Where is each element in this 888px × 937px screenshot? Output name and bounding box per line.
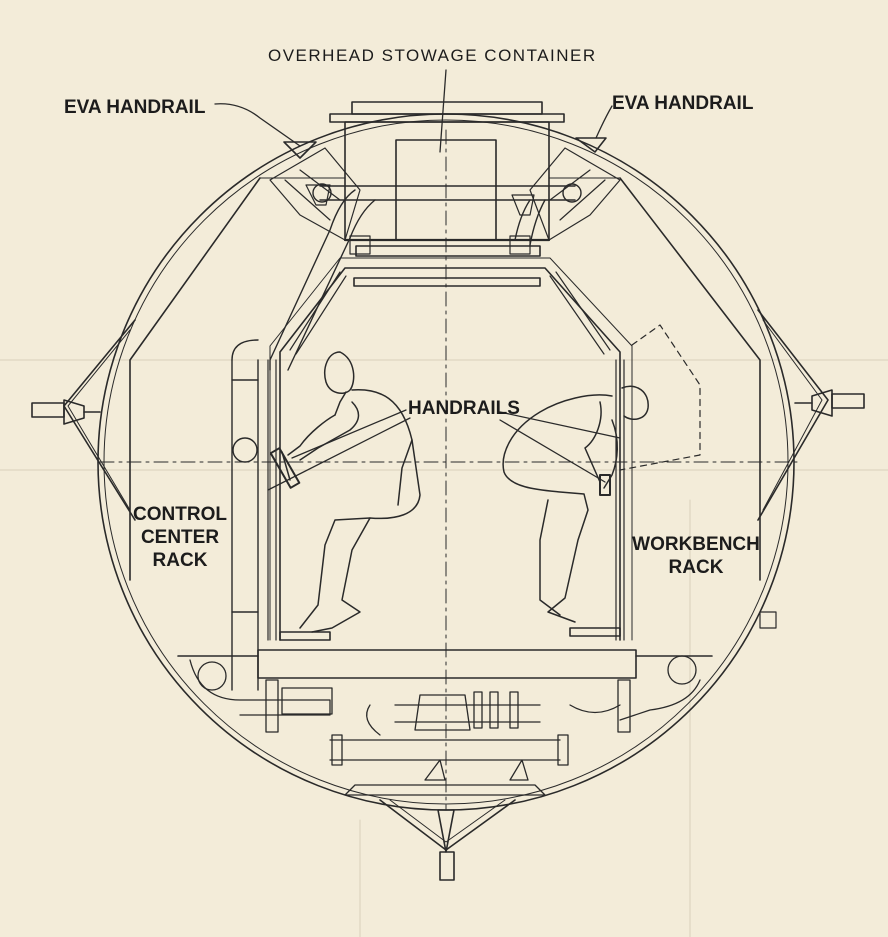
eva-handrail-posts [283,137,607,159]
floor-deck [177,627,713,679]
label-handrails: HANDRAILS [408,398,520,419]
label-workbench-rack: WORKBENCH RACK [632,533,760,579]
crew-figure-right [502,385,649,623]
label-control-center-rack-line3: RACK [152,550,208,571]
top-truss-right [529,147,621,241]
cabin-handrails [269,447,611,496]
workbench-rack-frame [549,271,701,641]
left-mount-bracket [31,319,136,521]
interior-wall [129,177,761,641]
label-workbench-rack-line1: WORKBENCH [632,534,760,555]
label-control-center-rack-line2: CENTER [140,527,220,548]
label-control-center-rack-line1: CONTROL [133,504,227,525]
label-overhead-stowage-container: OVERHEAD STOWAGE CONTAINER [268,46,597,65]
centerline-axes [99,129,801,811]
leader-lines [214,69,621,491]
label-control-center-rack: CONTROL CENTER RACK [132,503,228,572]
control-center-rack-frame [267,271,347,641]
background-grid [0,359,888,937]
top-truss-left [269,147,361,241]
subfloor-equipment [189,655,701,796]
label-eva-handrail-left: EVA HANDRAIL [64,97,206,118]
label-workbench-rack-line2: RACK [668,557,724,578]
bottom-mount-bracket [379,799,516,881]
crew-figure-left [281,351,421,633]
right-mount-bracket [757,309,865,521]
overhead-stowage-container [329,101,565,257]
misc-fittings [305,184,777,629]
label-eva-handrail-right: EVA HANDRAIL [612,93,754,114]
